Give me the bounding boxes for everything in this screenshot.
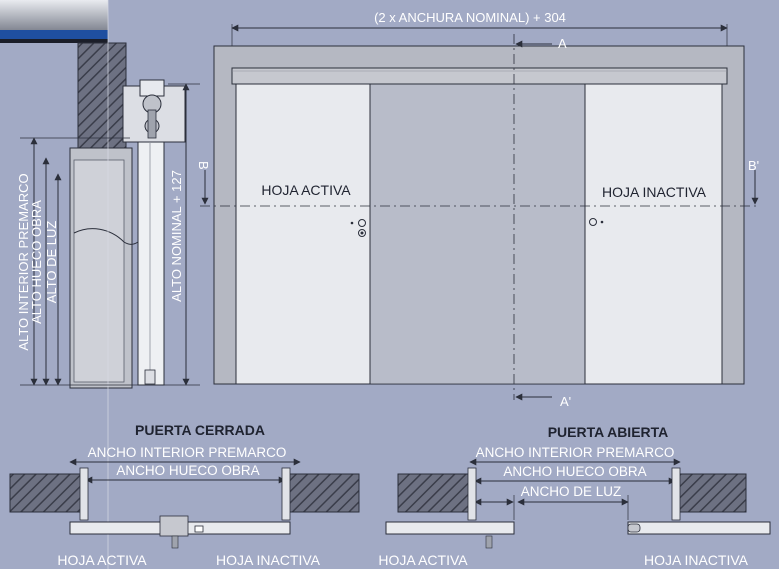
active-leaf-label: HOJA ACTIVA: [261, 182, 351, 198]
inactive-leaf-handle-icon: [589, 218, 597, 226]
closed-hoja-inactiva-label: HOJA INACTIVA: [216, 552, 321, 568]
brand-corner-graphic: [0, 0, 108, 43]
alto-interior-premarco-label: ALTO INTERIOR PREMARCO: [16, 173, 31, 350]
side-section-view: ALTO INTERIOR PREMARCO ALTO HUECO OBRA A…: [16, 0, 200, 569]
closed-hoja-activa-label: HOJA ACTIVA: [57, 552, 147, 568]
open-ancho-interior-premarco-label: ANCHO INTERIOR PREMARCO: [476, 445, 675, 460]
closed-ancho-interior-premarco-label: ANCHO INTERIOR PREMARCO: [88, 445, 287, 460]
section-b-left-label: B: [196, 161, 211, 170]
puerta-abierta-title: PUERTA ABIERTA: [548, 424, 669, 440]
alto-de-luz-label: ALTO DE LUZ: [44, 221, 59, 304]
inactive-leaf-label: HOJA INACTIVA: [602, 184, 707, 200]
open-inactive-leaf: [627, 521, 771, 535]
closed-wall-left: [9, 473, 83, 513]
header-rail: [231, 67, 728, 85]
open-wall-right: [675, 473, 747, 513]
alto-hueco-obra-label: ALTO HUECO OBRA: [29, 200, 44, 324]
wall-section-top: [77, 42, 127, 159]
alto-nominal-label: ALTO NOMINAL + 127: [169, 170, 184, 302]
open-wall-left: [397, 473, 471, 513]
closed-wall-right: [286, 473, 360, 513]
open-ancho-de-luz-label: ANCHO DE LUZ: [521, 484, 622, 499]
section-a-bottom-label: A': [560, 394, 571, 409]
open-ancho-hueco-obra-label: ANCHO HUECO OBRA: [503, 464, 646, 479]
inactive-leaf: [584, 83, 723, 385]
open-hoja-inactiva-label: HOJA INACTIVA: [644, 552, 749, 568]
closed-ancho-hueco-obra-label: ANCHO HUECO OBRA: [116, 463, 259, 478]
overall-width-label: (2 x ANCHURA NOMINAL) + 304: [374, 10, 566, 25]
door-leaf-section: [137, 141, 165, 386]
plan-closed-door: PUERTA CERRADA ANCHO INTERIOR PREMARCO A…: [9, 422, 360, 568]
active-leaf-handle-icon: [358, 219, 366, 227]
plan-open-door: PUERTA ABIERTA ANCHO INTERIOR PREMARCO A…: [378, 424, 771, 568]
open-hoja-activa-label: HOJA ACTIVA: [378, 552, 468, 568]
puerta-cerrada-title: PUERTA CERRADA: [135, 422, 265, 438]
section-b-right-label: B': [748, 158, 759, 173]
active-leaf: [235, 83, 371, 385]
section-a-top-label: A: [558, 36, 567, 51]
front-elevation: (2 x ANCHURA NOMINAL) + 304 HOJA ACTIVA …: [196, 10, 760, 409]
open-active-leaf: [385, 521, 515, 535]
